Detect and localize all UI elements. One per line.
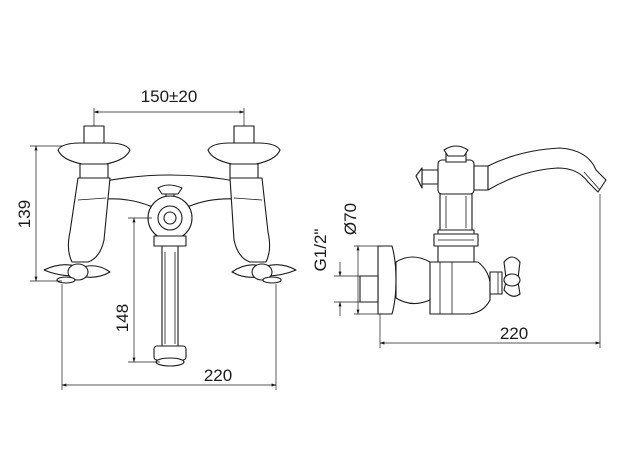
label-spout-drop: 148 bbox=[113, 304, 132, 332]
front-spout-pipe bbox=[153, 245, 187, 367]
label-front-width: 220 bbox=[204, 366, 232, 385]
side-view: G1/2" Ø70 220 bbox=[311, 145, 607, 348]
wall-flange bbox=[377, 245, 397, 315]
right-cross-handle bbox=[231, 263, 297, 284]
side-cross-handle bbox=[489, 256, 521, 297]
dimension-side-projection: 220 bbox=[379, 194, 601, 348]
wall-pipe bbox=[359, 275, 379, 303]
right-inlet bbox=[207, 125, 281, 179]
right-valve bbox=[229, 177, 271, 263]
dimension-front-width: 220 bbox=[61, 284, 277, 390]
label-height: 139 bbox=[15, 200, 34, 228]
label-flange-diameter: Ø70 bbox=[341, 203, 360, 235]
label-center-spacing: 150±20 bbox=[141, 87, 198, 106]
front-view: 150±20 139 148 220 bbox=[15, 87, 297, 390]
side-upper-valve bbox=[415, 145, 475, 195]
left-valve bbox=[67, 177, 111, 263]
dimension-center-spacing: 150±20 bbox=[93, 87, 245, 126]
label-side-projection: 220 bbox=[500, 324, 528, 343]
side-spout bbox=[473, 147, 607, 193]
dimension-thread: G1/2" bbox=[311, 229, 362, 316]
dimension-height: 139 bbox=[15, 145, 62, 282]
left-cross-handle bbox=[43, 263, 111, 284]
label-thread: G1/2" bbox=[311, 229, 330, 272]
side-body bbox=[429, 261, 491, 315]
left-inlet bbox=[57, 125, 131, 179]
side-riser bbox=[433, 193, 479, 263]
dimension-spout-drop: 148 bbox=[113, 217, 160, 363]
dimension-flange-diameter: Ø70 bbox=[341, 203, 380, 315]
